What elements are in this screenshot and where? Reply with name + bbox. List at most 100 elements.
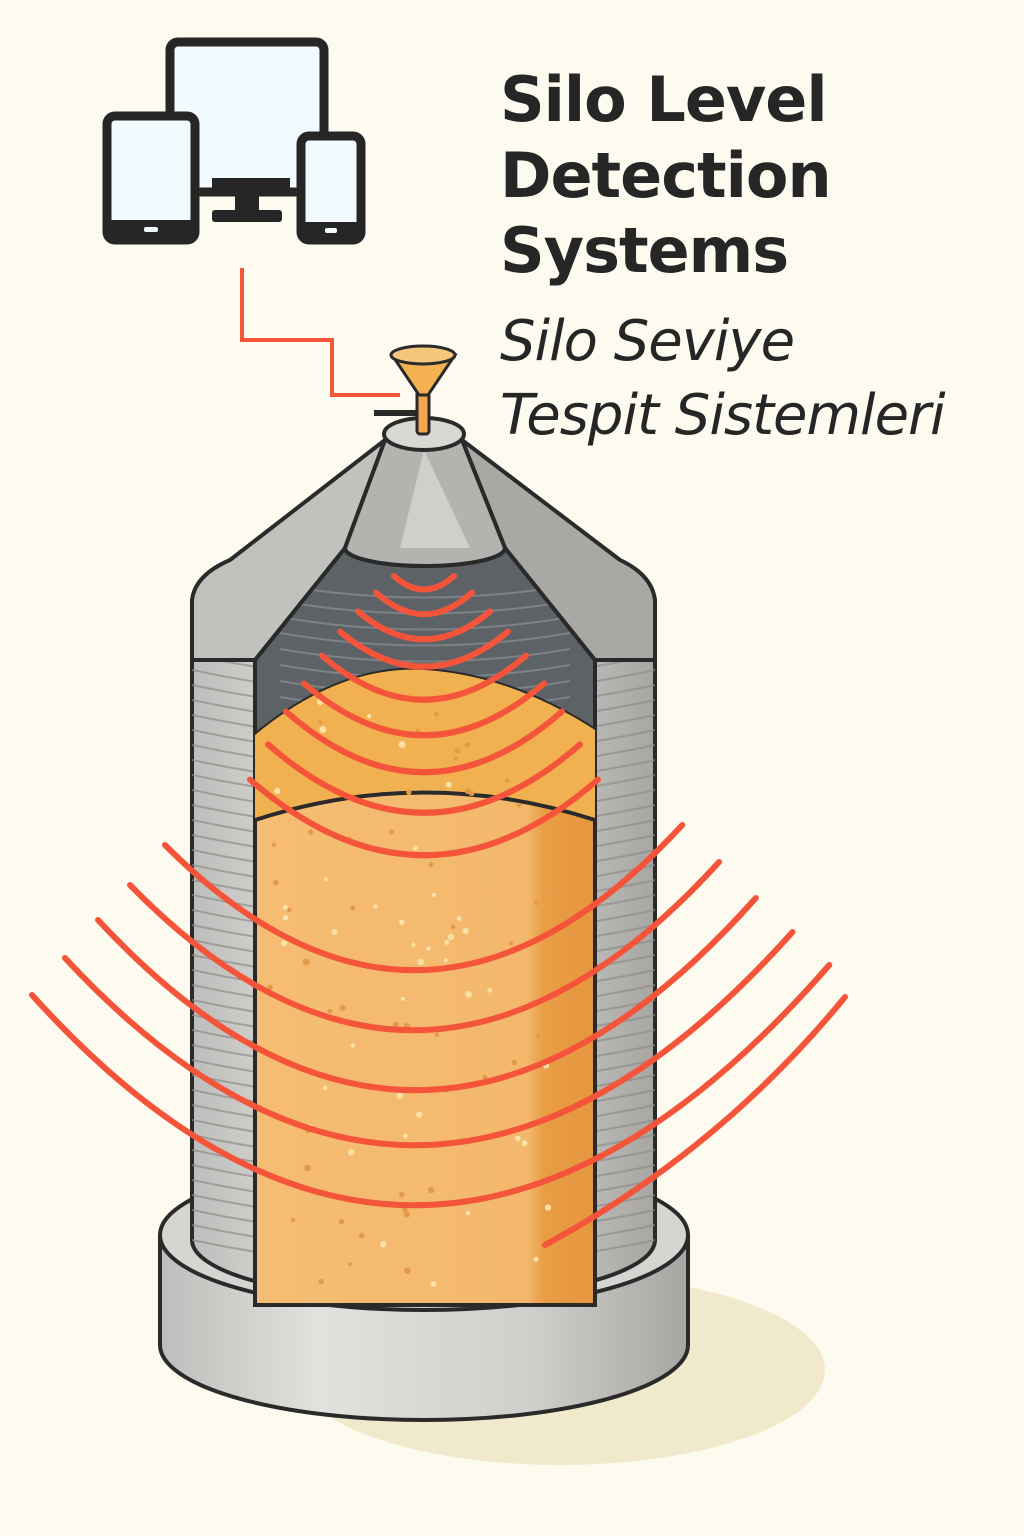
grain-speck bbox=[302, 958, 310, 966]
grain-speck bbox=[308, 829, 314, 835]
grain-speck bbox=[282, 905, 288, 911]
grain-speck bbox=[398, 1191, 405, 1198]
signal-wave-top bbox=[373, 589, 475, 618]
signal-wave-top bbox=[247, 776, 601, 859]
signal-wave-top bbox=[355, 608, 493, 643]
signal-wave-top bbox=[319, 652, 529, 703]
grain-speck bbox=[412, 845, 419, 851]
grain-speck bbox=[291, 1217, 296, 1222]
grain-speck bbox=[445, 781, 452, 788]
signal-wave-top bbox=[283, 708, 565, 776]
grain-speck bbox=[380, 1241, 387, 1248]
grain-speck bbox=[404, 1267, 411, 1274]
grain-speck bbox=[338, 1218, 345, 1225]
grain-speck bbox=[403, 1211, 410, 1218]
grain-speck bbox=[465, 990, 472, 998]
grain-speck bbox=[428, 862, 434, 868]
subtitle-line-1: Silo Seviye bbox=[500, 309, 794, 374]
title-line-2: Detection bbox=[500, 139, 831, 212]
grain-speck bbox=[323, 877, 328, 882]
grain-speck bbox=[521, 1140, 528, 1146]
grain-speck bbox=[427, 1186, 435, 1194]
grain-speck bbox=[406, 789, 412, 796]
signal-wave-top bbox=[301, 680, 547, 739]
title-line-1: Silo Level bbox=[500, 63, 827, 136]
grain-speck bbox=[399, 919, 405, 926]
grain-speck bbox=[402, 1207, 408, 1213]
grain-speck bbox=[453, 756, 459, 761]
grain-speck bbox=[272, 879, 279, 886]
monitor-icon bbox=[165, 37, 329, 222]
grain-speck bbox=[411, 942, 416, 947]
grain-speck bbox=[392, 1021, 399, 1028]
grain-speck bbox=[415, 728, 421, 734]
grain-speck bbox=[515, 1135, 521, 1142]
signal-wave-outer bbox=[29, 962, 833, 1209]
grain-speck bbox=[304, 1164, 311, 1172]
signal-cable bbox=[240, 268, 400, 397]
interior-line bbox=[279, 616, 571, 631]
grain-speck bbox=[318, 1278, 324, 1285]
grain-speck bbox=[464, 787, 471, 794]
grain-speck bbox=[396, 1092, 404, 1100]
grain-speck bbox=[322, 1085, 328, 1091]
grain-speck bbox=[271, 842, 277, 847]
interior-line bbox=[279, 632, 571, 647]
grain-speck bbox=[454, 748, 460, 754]
grain-speck bbox=[274, 788, 281, 795]
grain-speck bbox=[516, 802, 522, 808]
grain-speck bbox=[444, 939, 450, 945]
signal-wave-outer bbox=[62, 929, 796, 1149]
grain-speck bbox=[482, 1074, 488, 1080]
grain-speck bbox=[536, 1033, 541, 1038]
grain-speck bbox=[402, 1133, 408, 1139]
grain-speck bbox=[533, 1256, 539, 1262]
interior-line bbox=[279, 584, 571, 599]
signal-waves bbox=[29, 573, 848, 1248]
grain-speck bbox=[388, 829, 395, 835]
signal-wave-top bbox=[337, 628, 511, 670]
grain-speck bbox=[281, 940, 288, 947]
grain-speck bbox=[416, 1111, 423, 1118]
grain-speck bbox=[400, 996, 406, 1001]
grain-speck bbox=[464, 742, 470, 748]
tablet-icon bbox=[102, 111, 200, 245]
smartphone-icon bbox=[296, 131, 366, 245]
grain-speck bbox=[456, 916, 462, 922]
grain-speck bbox=[544, 1204, 552, 1211]
title-line-3: Systems bbox=[500, 214, 788, 287]
cutaway bbox=[253, 542, 597, 1307]
grain-speck bbox=[434, 1032, 440, 1037]
grain-speck bbox=[504, 778, 510, 783]
grain-speck bbox=[447, 933, 455, 941]
signal-wave-outer bbox=[127, 859, 723, 1034]
grain-speck bbox=[430, 1281, 437, 1288]
grain-speck bbox=[450, 924, 456, 929]
devices-group bbox=[102, 37, 366, 245]
grain-speck bbox=[465, 1210, 471, 1216]
grain-speck bbox=[358, 1232, 365, 1239]
grain-speck bbox=[508, 941, 513, 946]
subtitle-line-2: Tespit Sistemleri bbox=[500, 383, 946, 448]
grain-speck bbox=[398, 741, 406, 748]
grain-speck bbox=[348, 1262, 353, 1267]
grain-speck bbox=[511, 1059, 518, 1066]
signal-wave-outer bbox=[162, 822, 686, 973]
grain-speck bbox=[534, 900, 539, 906]
grain-speck bbox=[267, 984, 273, 991]
grain-specks bbox=[267, 698, 561, 1288]
grain-speck bbox=[339, 1005, 346, 1011]
grain-speck bbox=[282, 915, 289, 921]
grain-speck bbox=[350, 905, 356, 911]
signal-wave-top bbox=[391, 573, 457, 593]
grain-speck bbox=[417, 958, 424, 966]
grain-speck bbox=[443, 958, 448, 963]
grain-speck bbox=[426, 946, 431, 951]
grain-speck bbox=[347, 1149, 355, 1156]
grain-speck bbox=[553, 889, 560, 895]
signal-wave-top bbox=[265, 741, 583, 816]
level-sensor-icon bbox=[374, 344, 458, 436]
grain-speck bbox=[286, 907, 292, 913]
grain-speck bbox=[462, 927, 469, 935]
grain-speck bbox=[367, 714, 372, 719]
